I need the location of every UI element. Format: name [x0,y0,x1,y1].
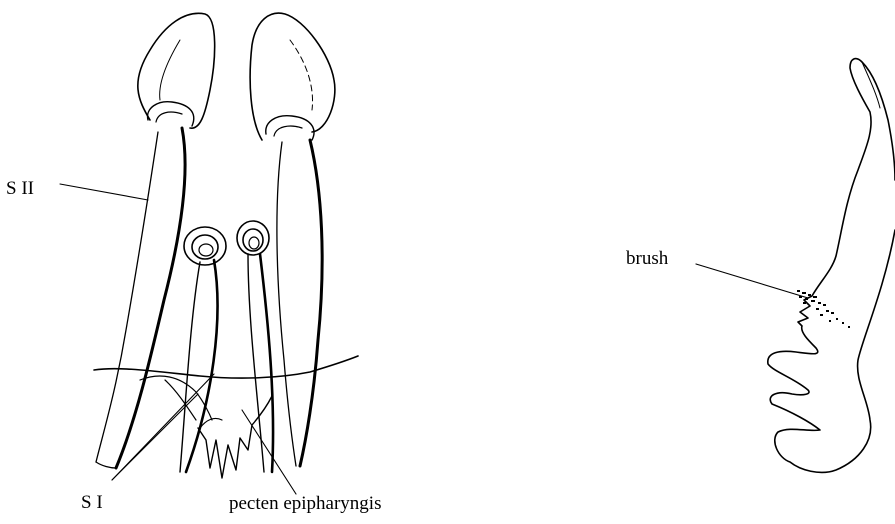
right-drawing [768,59,895,473]
s2-left-sensillum [96,132,158,462]
right-lobe [250,13,335,140]
left-drawing [94,13,358,478]
label-s1: S I [81,492,103,513]
labral-margin [94,356,358,378]
mandible-outline [768,59,895,473]
s1-right-socket [237,221,269,255]
label-pecten: pecten epipharyngis [229,493,381,514]
label-s2: S II [6,178,34,199]
brush-leader-line [696,264,808,298]
s2-leader-line [60,184,148,200]
s1-left-socket [184,227,226,265]
s1-leader-line-b [112,394,198,480]
label-brush: brush [626,248,669,269]
pecten-leader-line [242,410,296,494]
s2-right-sensillum [277,142,296,466]
